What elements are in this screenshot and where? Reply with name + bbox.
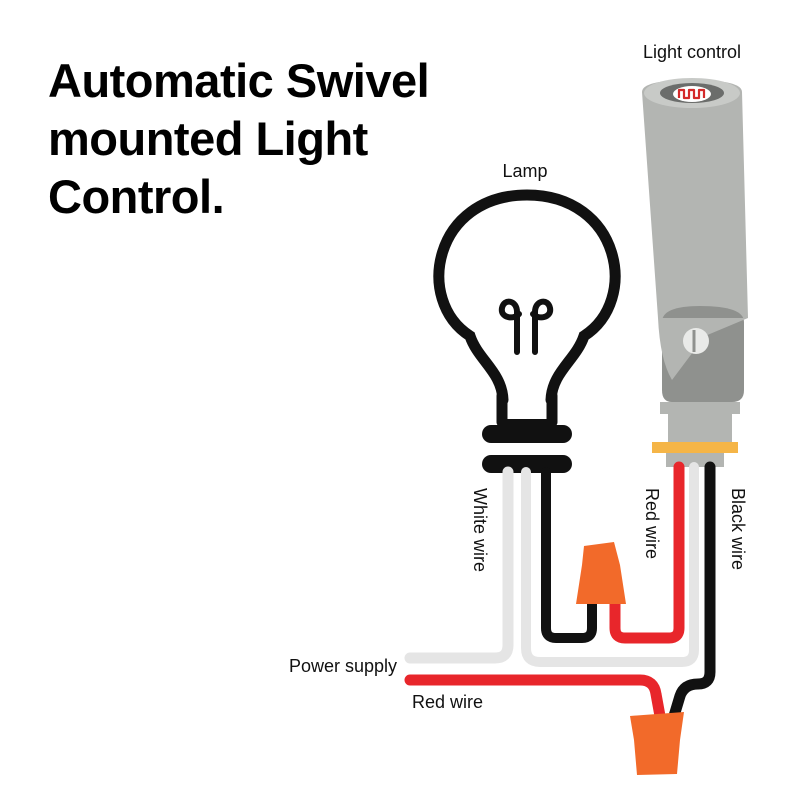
sensor-housing [642,80,748,318]
title-line-2: mounted Light [48,112,368,165]
wire-nut-lower [630,712,684,775]
power-supply-label: Power supply [289,656,397,676]
lamp-base-ring-1 [482,425,572,443]
wire-nut-upper [576,542,626,604]
light-control-unit [642,78,748,467]
wire-nut-upper-body [576,542,626,604]
red-wire-supply [404,674,666,722]
wires [404,461,716,722]
light-control-label: Light control [643,42,741,62]
red-wire-control [609,461,685,644]
white-wire-control [521,462,699,667]
mount-base [668,414,732,442]
swivel-screw [683,328,709,354]
lamp [433,189,621,473]
title-line-1: Automatic Swivel [48,54,430,107]
lamp-label: Lamp [502,161,547,181]
diagram-title: Automatic Swivel mounted Light Control. [48,52,488,226]
mount-neck [660,402,740,414]
photocell-element-icon [677,88,706,100]
red-wire-vertical-label: Red wire [642,488,662,559]
wire-nut-lower-body [630,712,684,775]
sensor-housing-lower [658,318,748,380]
filament [498,298,554,355]
bulb-outline [433,189,621,406]
white-wire-lamp [404,466,514,664]
white-wire-label: White wire [470,488,490,572]
black-wire-label: Black wire [728,488,748,570]
black-wire-control [668,461,716,722]
black-wire-lamp [541,467,597,643]
red-wire-horizontal-label: Red wire [412,692,483,712]
gasket-ring [652,442,738,453]
title-line-3: Control. [48,170,225,223]
